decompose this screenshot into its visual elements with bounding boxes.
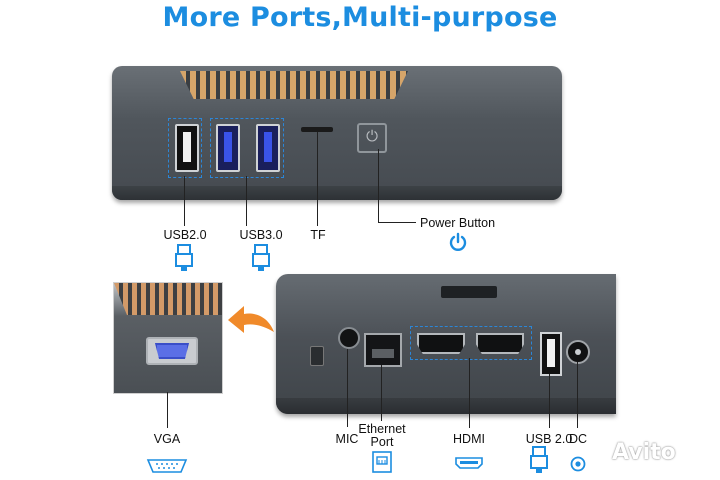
power-icon [449,232,467,251]
power-button-graphic: ⏻ [357,123,387,153]
usb3-port-2 [256,124,280,172]
usb-icon [175,244,193,271]
usb-icon [252,244,270,271]
mic-label: MIC [335,432,359,446]
mic-jack [338,327,360,349]
dc-icon [570,456,586,472]
usb3-port-1 [216,124,240,172]
usb2-highlight [168,118,202,178]
usb-icon [530,446,548,473]
hdmi-port-1 [417,333,465,354]
arrow-left-icon [228,306,274,333]
tf-label: TF [310,228,326,242]
hdmi-port-2 [476,333,524,354]
power-button-label: Power Button [420,216,496,230]
watermark-logo: Avito [612,440,676,465]
lock-slot [310,346,324,366]
tf-slot [301,127,333,132]
hdmi-icon [455,457,483,469]
usb2-back-port [540,332,562,376]
back-slot [441,286,497,298]
top-vent [180,71,408,99]
usb30-label: USB3.0 [239,228,283,242]
vga-closeup [113,282,223,394]
hdmi-highlight [410,326,532,360]
ethernet-port [364,333,402,367]
hdmi-label: HDMI [453,432,485,446]
usb2-port [175,124,199,172]
ethernet-icon [372,451,392,473]
usb20-back-label: USB 2.0 [525,432,573,446]
dc-label: DC [568,432,588,446]
ethernet-label: Ethernet Port [358,422,406,449]
dc-jack [566,340,590,364]
usb3-highlight [210,118,284,178]
vga-label: VGA [153,432,181,446]
usb20-label: USB2.0 [163,228,207,242]
vga-icon [146,459,188,473]
page-title: More Ports,Multi-purpose [162,2,558,33]
vga-port [146,337,198,365]
